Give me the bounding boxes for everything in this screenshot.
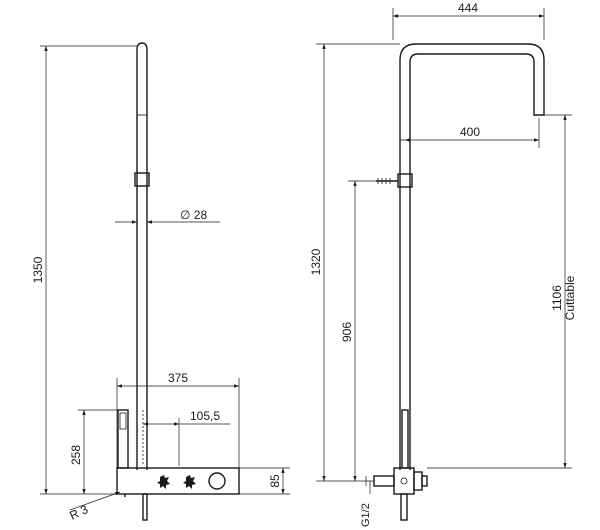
dim-400: 400 xyxy=(460,125,480,139)
dim-diameter: ∅ 28 xyxy=(180,208,207,222)
side-column-arm xyxy=(399,43,545,470)
front-column xyxy=(136,42,148,470)
dim-85: 85 xyxy=(268,474,282,488)
dim-906: 906 xyxy=(340,322,354,342)
dim-105-5: 105,5 xyxy=(190,409,220,423)
side-mixer-body xyxy=(393,467,415,495)
dim-1350: 1350 xyxy=(31,256,45,283)
front-hand-shower xyxy=(117,409,129,469)
side-view: 444 400 1320 906 1106 Cuttable G1/2 xyxy=(309,1,577,527)
front-slider-ring xyxy=(134,172,150,187)
front-control-icons xyxy=(157,475,196,489)
side-hand-shower xyxy=(401,409,409,469)
dim-cuttable-note: Cuttable xyxy=(563,275,577,320)
dim-375: 375 xyxy=(168,371,188,385)
dim-connection: G1/2 xyxy=(360,503,372,527)
front-mixer-body xyxy=(116,467,240,495)
dim-258: 258 xyxy=(69,445,83,465)
dim-1106: 1106 xyxy=(550,285,564,311)
front-thermostat-knob xyxy=(208,472,226,490)
dim-1320: 1320 xyxy=(309,248,323,275)
dim-radius: R 3 xyxy=(67,502,90,523)
dim-444: 444 xyxy=(458,1,478,15)
front-view: 1350 ∅ 28 375 105,5 258 R 3 85 xyxy=(31,42,290,523)
